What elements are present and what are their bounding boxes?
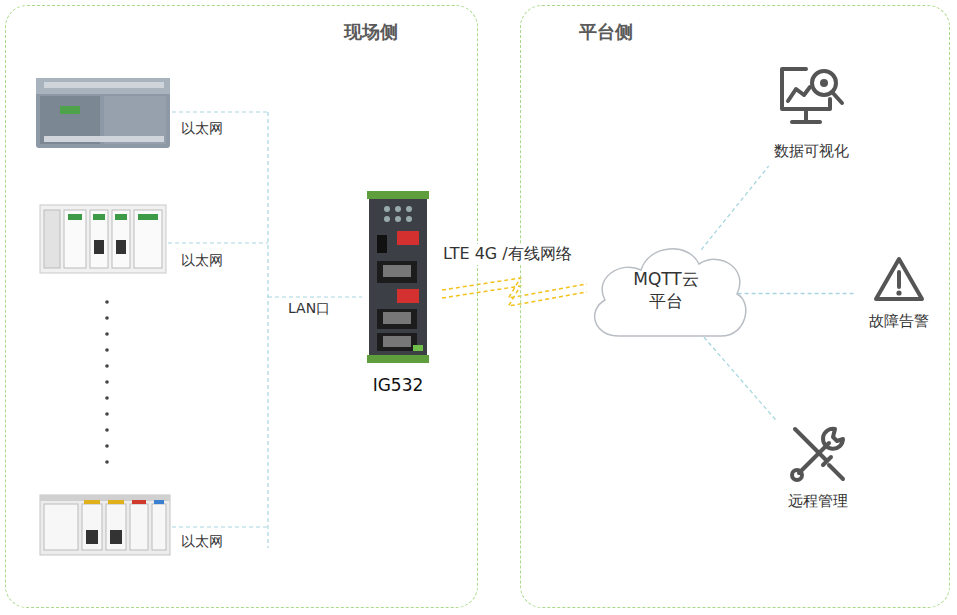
link-label: 以太网 (181, 252, 223, 270)
platform-region: 平台侧 MQTT云 平台 数据可视化故障告警远程管理 (520, 5, 950, 608)
link-label: 以太网 (181, 120, 223, 138)
visualization-icon: 数据可视化 (759, 61, 863, 166)
link-label: LTE 4G /有线网络 (441, 244, 574, 265)
monitor-icon (776, 65, 846, 127)
icon-caption: 远程管理 (769, 492, 867, 511)
cloud-platform: MQTT云 平台 (581, 236, 751, 351)
gateway-device: IG532 (354, 191, 442, 403)
warning-icon (873, 255, 925, 303)
service-link (731, 293, 855, 294)
wireless-link (442, 278, 587, 306)
management-icon: 远程管理 (769, 421, 867, 516)
tools-icon (787, 423, 849, 485)
device-label: IG532 (354, 375, 442, 395)
cloud-label: MQTT云 平台 (628, 268, 704, 312)
service-link (701, 166, 769, 250)
alarm-icon: 故障告警 (855, 251, 943, 336)
link-label: 以太网 (181, 533, 223, 551)
service-link (704, 337, 777, 421)
region-title: 平台侧 (579, 20, 633, 44)
field-region: 现场侧 IG532 (5, 5, 478, 608)
port-label: LAN口 (288, 300, 330, 318)
region-title: 现场侧 (344, 20, 398, 44)
gateway-picture (367, 191, 429, 363)
icon-caption: 数据可视化 (759, 142, 863, 161)
icon-caption: 故障告警 (855, 312, 943, 331)
